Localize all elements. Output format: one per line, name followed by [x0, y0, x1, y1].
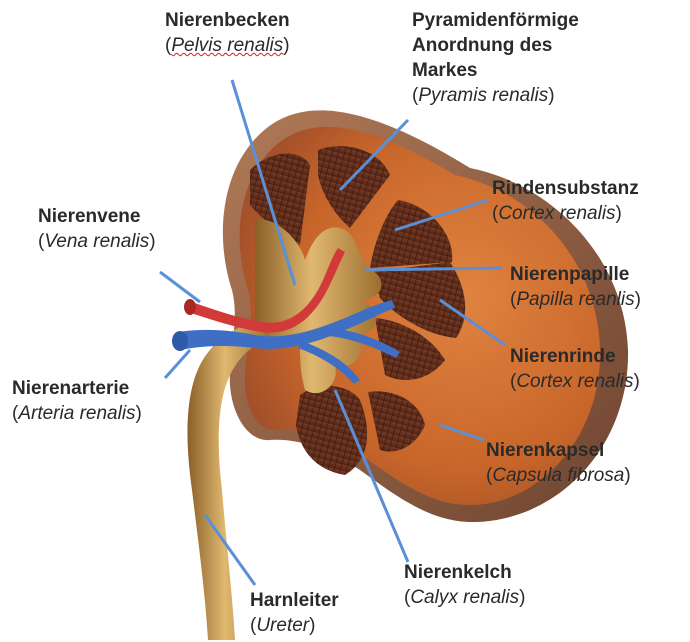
label-nierenpapille-latin: Papilla reanlis: [516, 289, 634, 310]
label-nierenkelch: Nierenkelch (Calyx renalis): [404, 560, 525, 610]
label-nierenarterie: Nierenarterie (Arteria renalis): [12, 376, 142, 426]
label-pyramide-line-1: Pyramidenförmige: [412, 8, 579, 33]
label-nierenkapsel-name: Nierenkapsel: [486, 438, 631, 463]
leader-vene: [160, 272, 200, 302]
label-nierenkelch-latin: Calyx renalis: [410, 587, 519, 608]
label-nierenvene: Nierenvene (Vena renalis): [38, 204, 156, 254]
label-nierenrinde-name: Nierenrinde: [510, 344, 640, 369]
label-rindensubstanz-name: Rindensubstanz: [492, 176, 639, 201]
label-rindensubstanz-latin: Cortex renalis: [498, 203, 615, 224]
pyramid-bottom: [296, 386, 367, 475]
label-harnleiter: Harnleiter (Ureter): [250, 588, 339, 638]
label-nierenpapille-name: Nierenpapille: [510, 262, 641, 287]
label-nierenvene-latin: Vena renalis: [44, 231, 149, 252]
leader-papille: [365, 268, 502, 270]
label-pyramide-line-2: Anordnung des: [412, 33, 579, 58]
label-nierenarterie-name: Nierenarterie: [12, 376, 142, 401]
label-nierenkapsel: Nierenkapsel (Capsula fibrosa): [486, 438, 631, 488]
label-nierenbecken-name: Nierenbecken: [165, 8, 290, 33]
label-pyramide-line-3: Markes: [412, 58, 579, 83]
label-nierenbecken-latin: Pelvis renalis: [171, 35, 283, 56]
label-nierenbecken: Nierenbecken (Pelvis renalis): [165, 8, 290, 58]
label-nierenkelch-name: Nierenkelch: [404, 560, 525, 585]
label-pyramide: Pyramidenförmige Anordnung des Markes (P…: [412, 8, 579, 108]
label-nierenrinde: Nierenrinde (Cortex renalis): [510, 344, 640, 394]
label-rindensubstanz: Rindensubstanz (Cortex renalis): [492, 176, 639, 226]
label-nierenvene-name: Nierenvene: [38, 204, 156, 229]
label-nierenarterie-latin: Arteria renalis: [18, 403, 135, 424]
label-pyramide-latin: Pyramis renalis: [418, 85, 548, 106]
leader-arterie: [165, 350, 190, 378]
label-harnleiter-name: Harnleiter: [250, 588, 339, 613]
label-nierenrinde-latin: Cortex renalis: [516, 371, 633, 392]
label-nierenkapsel-latin: Capsula fibrosa: [492, 465, 624, 486]
label-nierenpapille: Nierenpapille (Papilla reanlis): [510, 262, 641, 312]
label-harnleiter-latin: Ureter: [256, 615, 309, 636]
